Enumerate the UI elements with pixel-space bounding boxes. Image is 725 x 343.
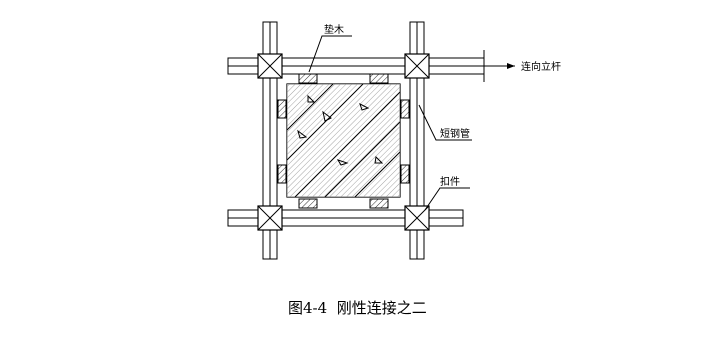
concrete-column [286, 83, 401, 198]
connect-label: 连向立杆 [521, 60, 561, 73]
clamp-top-left [257, 53, 283, 79]
clamp-bottom-left [257, 205, 283, 231]
connect-arrow-icon [507, 63, 515, 69]
wood-pads [277, 73, 410, 209]
pad-leader-line [308, 35, 352, 73]
clamp-leader-line [424, 187, 470, 211]
pad-label: 垫木 [324, 23, 344, 36]
short-tube-label: 短钢管 [440, 127, 470, 140]
clamp-label: 扣件 [440, 175, 460, 188]
clamp-top-right [404, 53, 430, 79]
figure-caption: 图4-4 刚性连接之二 [288, 299, 427, 317]
short-tube-leader-line [418, 104, 472, 141]
